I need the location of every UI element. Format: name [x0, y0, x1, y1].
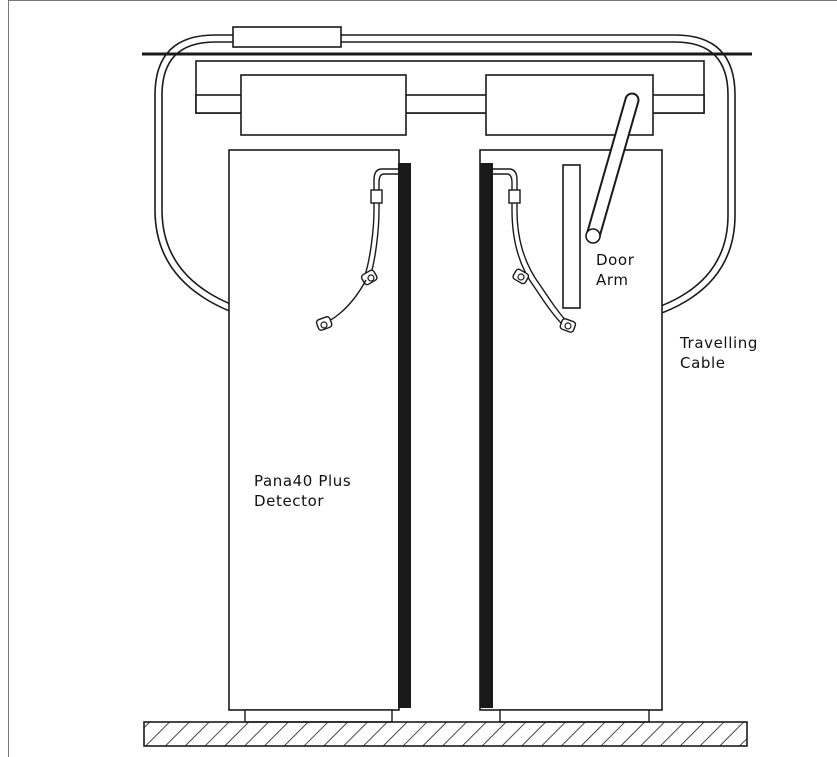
left-cable-clip-lower — [315, 316, 333, 331]
door-arm-label-line1: Door — [596, 251, 635, 269]
left-door-foot — [244, 709, 393, 723]
figure-frame — [8, 0, 837, 757]
left-door-panel — [228, 149, 400, 711]
right-detector-cable-inner — [493, 173, 567, 329]
junction-box — [232, 26, 342, 48]
door-arm-bracket — [562, 164, 581, 309]
travelling-cable-label-line2: Cable — [680, 354, 726, 372]
right-detector-cable — [493, 168, 571, 326]
right-detector-strip — [480, 163, 493, 708]
right-door-foot — [499, 709, 650, 723]
door-arm — [587, 94, 638, 242]
door-arm-pivot — [585, 228, 601, 244]
detector-label-line1: Pana40 Plus — [254, 472, 351, 490]
right-cable-connector — [508, 189, 521, 204]
door-arm-label-line2: Arm — [596, 271, 629, 289]
travelling-cable-label-line1: Travelling — [679, 334, 758, 352]
right-cable-clip-upper — [512, 268, 530, 285]
floor-hatched — [143, 721, 748, 747]
left-detector-strip — [398, 163, 411, 708]
detector-label-line2: Detector — [254, 492, 324, 510]
right-cable-clip-lower — [559, 318, 577, 333]
left-cable-connector — [370, 189, 383, 204]
left-door-hanger — [240, 74, 407, 136]
